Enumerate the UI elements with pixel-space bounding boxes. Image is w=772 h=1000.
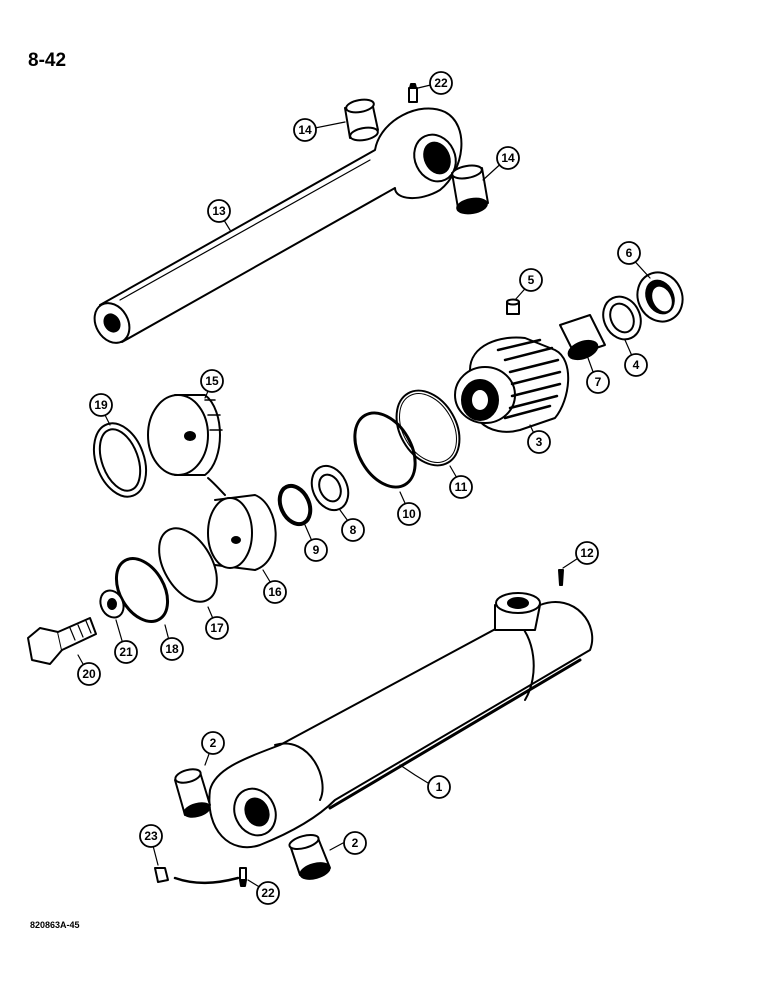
callout-1: 1 xyxy=(427,775,451,799)
callout-15: 15 xyxy=(200,369,224,393)
piston-15 xyxy=(147,394,223,476)
callout-9: 9 xyxy=(304,538,328,562)
svg-text:22: 22 xyxy=(261,886,275,900)
fitting-12 xyxy=(558,569,564,586)
callout-23: 23 xyxy=(139,824,163,848)
callout-7: 7 xyxy=(586,370,610,394)
o-ring-18 xyxy=(114,557,170,623)
svg-text:9: 9 xyxy=(313,543,320,557)
callout-6: 6 xyxy=(617,241,641,265)
svg-text:8: 8 xyxy=(350,523,357,537)
callout-11: 11 xyxy=(449,475,473,499)
callout-3: 3 xyxy=(527,430,551,454)
svg-text:18: 18 xyxy=(165,642,179,656)
seal-8 xyxy=(310,464,350,512)
svg-text:1: 1 xyxy=(436,780,443,794)
seal-ring-6 xyxy=(636,271,684,323)
svg-text:16: 16 xyxy=(268,585,282,599)
figure-code: 820863A-45 xyxy=(30,920,80,930)
elbow-fitting-23 xyxy=(154,867,240,885)
cylinder-barrel xyxy=(208,592,594,849)
svg-text:14: 14 xyxy=(298,123,312,137)
svg-text:14: 14 xyxy=(501,151,515,165)
callouts: 1 2 2 3 4 5 6 7 8 9 10 11 12 13 14 14 15… xyxy=(77,71,648,905)
piston-16 xyxy=(207,494,277,571)
bushing-lower-left xyxy=(174,768,211,818)
callout-19: 19 xyxy=(89,393,113,417)
svg-text:6: 6 xyxy=(626,246,633,260)
svg-text:15: 15 xyxy=(205,374,219,388)
callout-14-right: 14 xyxy=(496,146,520,170)
arrow-15-16 xyxy=(207,477,226,496)
piston-rod xyxy=(93,107,463,344)
o-ring-17 xyxy=(158,527,218,603)
washer-21 xyxy=(99,589,125,619)
svg-text:10: 10 xyxy=(402,507,416,521)
wear-ring-19 xyxy=(92,422,148,498)
svg-text:19: 19 xyxy=(94,398,108,412)
bushing-upper-left xyxy=(344,98,379,142)
svg-text:20: 20 xyxy=(82,667,96,681)
backup-ring xyxy=(602,295,642,341)
svg-text:17: 17 xyxy=(210,621,224,635)
svg-text:5: 5 xyxy=(528,273,535,287)
callout-12: 12 xyxy=(575,541,599,565)
callout-22-upper: 22 xyxy=(429,71,453,95)
callout-2-upper: 2 xyxy=(201,731,225,755)
callout-14-left: 14 xyxy=(293,118,317,142)
cylinder-head xyxy=(454,336,570,433)
svg-text:12: 12 xyxy=(580,546,594,560)
page-number: 8-42 xyxy=(28,50,67,71)
callout-13: 13 xyxy=(207,199,231,223)
bolt-20 xyxy=(27,617,97,665)
callout-17: 17 xyxy=(205,616,229,640)
bushing-upper-right xyxy=(451,164,489,215)
callout-18: 18 xyxy=(160,637,184,661)
svg-text:2: 2 xyxy=(210,736,217,750)
callout-22-lower: 22 xyxy=(256,881,280,905)
svg-text:7: 7 xyxy=(595,375,602,389)
callout-8: 8 xyxy=(341,518,365,542)
callout-21: 21 xyxy=(114,640,138,664)
wiper-seal xyxy=(559,314,606,361)
svg-text:3: 3 xyxy=(536,435,543,449)
svg-text:13: 13 xyxy=(212,204,226,218)
o-ring-9 xyxy=(277,483,313,527)
callout-4: 4 xyxy=(624,353,648,377)
grease-fitting-lower xyxy=(239,867,247,887)
callout-20: 20 xyxy=(77,662,101,686)
callout-16: 16 xyxy=(263,580,287,604)
callout-10: 10 xyxy=(397,502,421,526)
svg-text:23: 23 xyxy=(144,829,158,843)
o-ring-10 xyxy=(353,411,417,489)
svg-text:22: 22 xyxy=(434,76,448,90)
grease-fitting-upper xyxy=(408,83,418,103)
o-ring-11 xyxy=(395,389,461,467)
bushing-lower-right xyxy=(288,834,331,880)
callout-2-lower: 2 xyxy=(343,831,367,855)
svg-text:11: 11 xyxy=(455,480,468,494)
callout-5: 5 xyxy=(519,268,543,292)
plug xyxy=(506,298,520,315)
svg-text:21: 21 xyxy=(119,645,133,659)
svg-text:2: 2 xyxy=(352,836,359,850)
svg-text:4: 4 xyxy=(633,358,640,372)
